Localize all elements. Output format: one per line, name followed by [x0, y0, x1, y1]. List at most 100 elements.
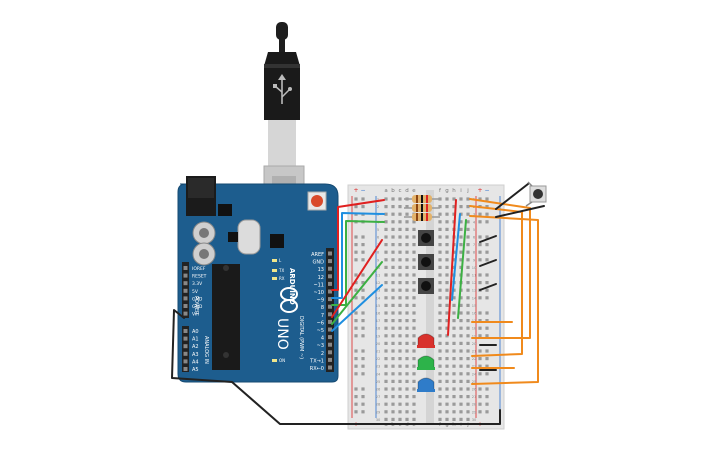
breadboard-hole[interactable] — [445, 357, 449, 361]
breadboard-hole[interactable] — [398, 311, 402, 315]
breadboard-hole[interactable] — [412, 296, 416, 300]
orange-wire[interactable] — [469, 198, 531, 339]
breadboard-hole[interactable] — [438, 227, 442, 231]
breadboard-hole[interactable] — [384, 349, 388, 353]
breadboard-hole[interactable] — [452, 319, 456, 323]
breadboard-hole[interactable] — [466, 364, 470, 368]
breadboard-hole[interactable] — [398, 372, 402, 376]
breadboard-hole[interactable] — [466, 205, 470, 209]
red-wire[interactable] — [331, 199, 385, 291]
breadboard-hole[interactable] — [412, 258, 416, 262]
breadboard-hole[interactable] — [384, 296, 388, 300]
breadboard-hole[interactable] — [466, 281, 470, 285]
breadboard-hole[interactable] — [445, 372, 449, 376]
breadboard-hole[interactable] — [438, 265, 442, 269]
breadboard-hole[interactable] — [391, 243, 395, 247]
breadboard-hole[interactable] — [438, 258, 442, 262]
breadboard-hole[interactable] — [405, 417, 409, 421]
breadboard-hole[interactable] — [405, 341, 409, 345]
rail-hole[interactable] — [478, 319, 482, 323]
breadboard-hole[interactable] — [438, 319, 442, 323]
breadboard-hole[interactable] — [398, 273, 402, 277]
breadboard-hole[interactable] — [452, 197, 456, 201]
breadboard-hole[interactable] — [459, 197, 463, 201]
rail-hole[interactable] — [354, 235, 358, 239]
breadboard-hole[interactable] — [445, 227, 449, 231]
breadboard-hole[interactable] — [405, 402, 409, 406]
digital-pin[interactable] — [328, 281, 332, 286]
breadboard-hole[interactable] — [459, 326, 463, 330]
breadboard-hole[interactable] — [466, 296, 470, 300]
rail-hole[interactable] — [485, 402, 489, 406]
breadboard-hole[interactable] — [391, 288, 395, 292]
rail-hole[interactable] — [354, 334, 358, 338]
breadboard-hole[interactable] — [412, 364, 416, 368]
orange-wire[interactable] — [469, 215, 539, 385]
rail-hole[interactable] — [478, 220, 482, 224]
breadboard-hole[interactable] — [405, 349, 409, 353]
rail-hole[interactable] — [478, 235, 482, 239]
breadboard-hole[interactable] — [452, 205, 456, 209]
breadboard-hole[interactable] — [466, 326, 470, 330]
breadboard-hole[interactable] — [384, 265, 388, 269]
breadboard-hole[interactable] — [445, 319, 449, 323]
breadboard-hole[interactable] — [405, 303, 409, 307]
breadboard-hole[interactable] — [452, 341, 456, 345]
breadboard-hole[interactable] — [445, 235, 449, 239]
breadboard-hole[interactable] — [466, 220, 470, 224]
breadboard-hole[interactable] — [405, 311, 409, 315]
breadboard-hole[interactable] — [384, 250, 388, 254]
breadboard-hole[interactable] — [445, 334, 449, 338]
breadboard-hole[interactable] — [438, 410, 442, 414]
breadboard-hole[interactable] — [398, 417, 402, 421]
breadboard-hole[interactable] — [391, 311, 395, 315]
green-wire[interactable] — [331, 261, 383, 325]
breadboard-hole[interactable] — [452, 326, 456, 330]
breadboard-hole[interactable] — [384, 334, 388, 338]
rail-hole[interactable] — [354, 410, 358, 414]
breadboard-hole[interactable] — [405, 235, 409, 239]
breadboard-hole[interactable] — [438, 220, 442, 224]
breadboard-hole[interactable] — [412, 265, 416, 269]
breadboard-hole[interactable] — [398, 288, 402, 292]
breadboard-hole[interactable] — [384, 258, 388, 262]
breadboard-hole[interactable] — [452, 410, 456, 414]
breadboard-hole[interactable] — [466, 379, 470, 383]
analog-pin[interactable] — [183, 336, 188, 341]
breadboard-hole[interactable] — [445, 220, 449, 224]
rail-hole[interactable] — [485, 326, 489, 330]
breadboard-hole[interactable] — [438, 417, 442, 421]
breadboard-hole[interactable] — [384, 227, 388, 231]
breadboard-hole[interactable] — [445, 243, 449, 247]
breadboard-hole[interactable] — [445, 326, 449, 330]
breadboard-hole[interactable] — [391, 372, 395, 376]
rail-hole[interactable] — [354, 288, 358, 292]
breadboard-hole[interactable] — [438, 273, 442, 277]
digital-pin[interactable] — [328, 327, 332, 332]
breadboard-hole[interactable] — [459, 387, 463, 391]
rail-hole[interactable] — [478, 334, 482, 338]
rail-hole[interactable] — [354, 372, 358, 376]
breadboard-hole[interactable] — [452, 334, 456, 338]
digital-pin[interactable] — [328, 342, 332, 347]
rail-hole[interactable] — [361, 387, 365, 391]
breadboard-hole[interactable] — [391, 341, 395, 345]
breadboard-hole[interactable] — [412, 372, 416, 376]
breadboard-hole[interactable] — [398, 205, 402, 209]
black-wire[interactable] — [171, 309, 501, 425]
digital-pin[interactable] — [328, 304, 332, 309]
breadboard-hole[interactable] — [445, 288, 449, 292]
breadboard-hole[interactable] — [438, 341, 442, 345]
breadboard-hole[interactable] — [398, 387, 402, 391]
breadboard-hole[interactable] — [445, 258, 449, 262]
breadboard-hole[interactable] — [445, 410, 449, 414]
rail-hole[interactable] — [478, 387, 482, 391]
breadboard-hole[interactable] — [405, 288, 409, 292]
rail-hole[interactable] — [485, 235, 489, 239]
breadboard-hole[interactable] — [405, 326, 409, 330]
breadboard-hole[interactable] — [391, 417, 395, 421]
breadboard-hole[interactable] — [452, 357, 456, 361]
breadboard-hole[interactable] — [384, 410, 388, 414]
digital-pin[interactable] — [328, 357, 332, 362]
rail-hole[interactable] — [361, 319, 365, 323]
